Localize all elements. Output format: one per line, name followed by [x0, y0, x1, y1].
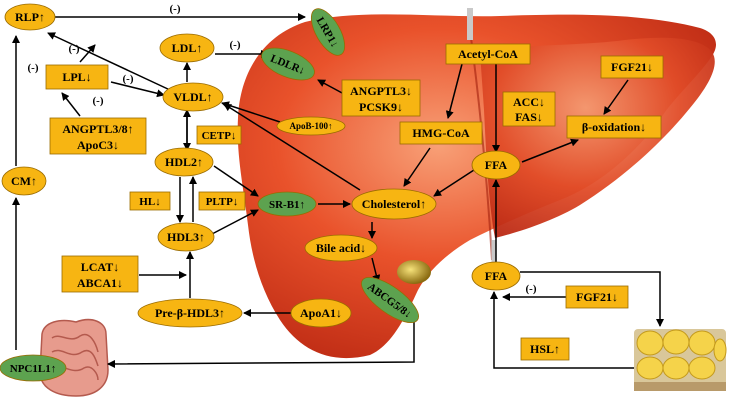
arrow-angptl3-to-ldlr	[317, 79, 345, 95]
svg-text:PLTP↓: PLTP↓	[206, 196, 239, 208]
svg-text:ApoB-100↑: ApoB-100↑	[289, 121, 332, 131]
inhibition-labels: (-) (-) (-) (-) (-) (-) (-)	[28, 3, 537, 295]
arrow-lpl-to-rlp	[79, 44, 96, 63]
node-hdl2: HDL2↑	[154, 147, 214, 177]
svg-text:FFA: FFA	[485, 269, 508, 283]
arrow-fgf21-to-boxidation	[603, 79, 629, 115]
svg-text:LPL↓: LPL↓	[62, 70, 91, 84]
svg-text:HMG-CoA: HMG-CoA	[412, 126, 470, 140]
node-apoa1: ApoA1↓	[290, 298, 352, 328]
arrow-hdl3-to-srb1	[211, 209, 259, 235]
node-rlp: RLP↑	[4, 3, 56, 31]
node-lpl: LPL↓	[45, 64, 109, 90]
svg-text:LCAT↓: LCAT↓	[81, 260, 119, 274]
svg-text:HDL3↑: HDL3↑	[167, 230, 205, 244]
node-b-oxidation: β-oxidation↓	[566, 115, 662, 139]
node-hl: HL↓	[129, 191, 171, 211]
node-pre-b-hdl3: Pre-β-HDL3↑	[137, 298, 243, 328]
svg-text:FAS↓: FAS↓	[515, 110, 543, 124]
node-cm: CM↑	[1, 166, 47, 196]
node-cholesterol: Cholesterol↑	[351, 188, 437, 220]
svg-text:HL↓: HL↓	[139, 196, 160, 208]
svg-text:LDL↑: LDL↑	[172, 41, 203, 55]
svg-text:ApoA1↓: ApoA1↓	[300, 306, 342, 320]
adipose-tissue-illustration	[634, 329, 727, 391]
node-vldl: VLDL↑	[162, 82, 224, 112]
node-angptl38-apoc3: ANGPTL3/8↑ ApoC3↓	[49, 117, 147, 155]
node-apob100: ApoB-100↑	[276, 116, 346, 136]
arrow-angptl-to-lpl	[61, 92, 81, 117]
svg-text:VLDL↑: VLDL↑	[173, 90, 212, 104]
svg-text:HDL2↑: HDL2↑	[165, 155, 203, 169]
svg-text:FFA: FFA	[485, 158, 508, 172]
svg-text:ANGPTL3/8↑: ANGPTL3/8↑	[62, 122, 133, 136]
inhibit-label-angptl-lpl: (-)	[93, 95, 104, 107]
arrow-acetylcoa-to-hmgcoa	[445, 63, 463, 119]
node-fgf21-top: FGF21↓	[600, 55, 664, 79]
inhibit-label-lpl-vldl: (-)	[123, 73, 134, 85]
node-acc-fas: ACC↓ FAS↓	[502, 91, 556, 127]
svg-text:ApoC3↓: ApoC3↓	[77, 138, 119, 152]
svg-text:ACC↓: ACC↓	[513, 95, 545, 109]
svg-text:RLP↑: RLP↑	[15, 10, 45, 24]
svg-text:Pre-β-HDL3↑: Pre-β-HDL3↑	[155, 306, 225, 320]
node-hsl: HSL↑	[520, 337, 570, 361]
arrow-hmgcoa-to-cholesterol	[403, 147, 431, 187]
svg-text:Cholesterol↑: Cholesterol↑	[362, 197, 426, 211]
inhibit-label-fgf21-bottom: (-)	[526, 283, 537, 295]
svg-text:PCSK9↓: PCSK9↓	[359, 100, 403, 114]
svg-text:ANGPTL3↓: ANGPTL3↓	[350, 84, 412, 98]
node-ldl: LDL↑	[159, 33, 215, 63]
svg-text:β-oxidation↓: β-oxidation↓	[582, 120, 646, 134]
node-bile-acid: Bile acid↓	[304, 234, 378, 262]
node-npc1l1: NPC1L1↑	[0, 354, 67, 382]
arrow-ffa-to-boxidation	[521, 138, 579, 163]
arrow-ffa-to-adipose	[520, 271, 664, 327]
arrow-bileacid-to-abcg58	[371, 257, 381, 283]
node-srb1: SR-B1↑	[257, 191, 317, 217]
arrow-hdl2-to-srb1	[213, 165, 259, 197]
node-lcat-abca1: LCAT↓ ABCA1↓	[61, 255, 139, 293]
pathway-nodes: RLP↑ LRP1↓ LDL↑ LDLR↓ LPL↓ VLDL↑	[0, 3, 664, 382]
svg-text:FGF21↓: FGF21↓	[611, 60, 653, 74]
svg-text:SR-B1↑: SR-B1↑	[269, 199, 305, 211]
svg-text:NPC1L1↑: NPC1L1↑	[10, 363, 56, 375]
arrow-abcg58-to-intestine	[107, 318, 415, 368]
svg-text:Bile acid↓: Bile acid↓	[316, 241, 366, 255]
node-pltp: PLTP↓	[198, 191, 246, 211]
pathway-arrows	[12, 13, 664, 369]
arrow-adipose-to-ffa	[490, 291, 634, 369]
node-cetp: CETP↓	[196, 125, 242, 145]
node-hmg-coa: HMG-CoA	[399, 121, 483, 145]
arrow-cholesterol-to-vldl	[223, 103, 361, 191]
node-ffa-adipose: FFA	[471, 261, 521, 291]
node-fgf21-bottom: FGF21↓	[565, 285, 629, 309]
node-ffa-liver: FFA	[471, 150, 521, 180]
arrow-lpl-to-vldl	[110, 81, 165, 98]
svg-text:CM↑: CM↑	[11, 174, 37, 188]
node-angptl3-pcsk9: ANGPTL3↓ PCSK9↓	[341, 79, 421, 117]
inhibit-label-rlp-lrp1: (-)	[170, 3, 181, 15]
inhibit-label-ldl-ldlr: (-)	[230, 39, 241, 51]
svg-text:FGF21↓: FGF21↓	[576, 290, 618, 304]
inhibit-label-lpl-left: (-)	[28, 62, 39, 74]
arrow-vldl-to-rlp	[47, 32, 171, 91]
node-hdl3: HDL3↑	[157, 222, 215, 252]
inhibit-label-lpl-rlp: (-)	[69, 43, 80, 55]
svg-text:ABCA1↓: ABCA1↓	[77, 276, 123, 290]
arrow-ffa-to-cholesterol	[433, 169, 475, 197]
svg-text:HSL↑: HSL↑	[530, 342, 560, 356]
svg-text:CETP↓: CETP↓	[202, 130, 237, 142]
svg-text:Acetyl-CoA: Acetyl-CoA	[458, 47, 518, 61]
node-acetyl-coa: Acetyl-CoA	[445, 43, 531, 65]
